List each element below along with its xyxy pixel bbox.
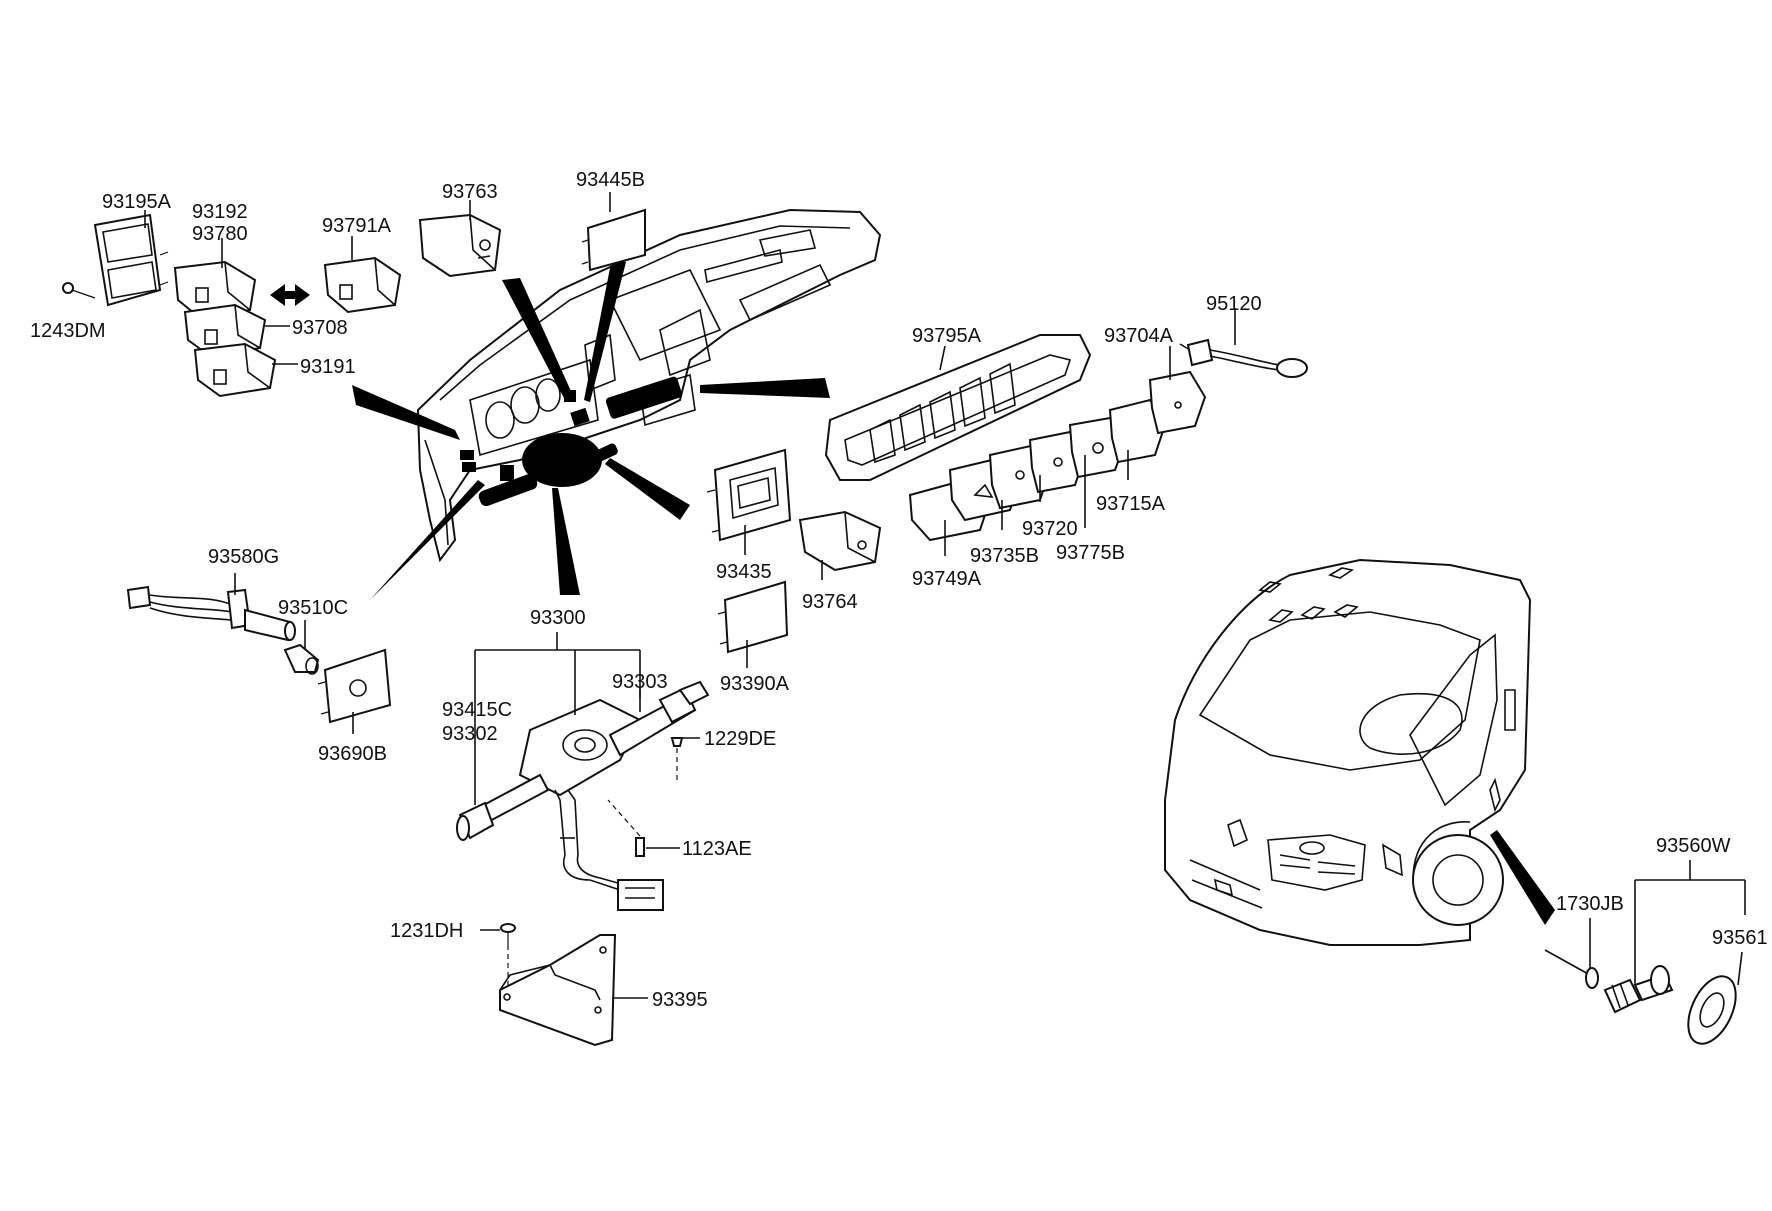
label-93415C: 93415C [442, 699, 512, 721]
switch-panel-93795A [824, 334, 1092, 481]
screw-1123AE [607, 799, 645, 857]
label-93510C: 93510C [278, 597, 348, 619]
label-93435: 93435 [716, 561, 772, 583]
label-93192: 93192 [192, 201, 248, 223]
bracket-93435 [706, 448, 792, 542]
label-93195A: 93195A [102, 191, 172, 213]
leader-lines [144, 192, 1746, 999]
label-93704A: 93704A [1104, 325, 1174, 347]
label-1730JB: 1730JB [1556, 893, 1624, 915]
switch-93580G [126, 585, 296, 642]
label-1229DE: 1229DE [704, 728, 776, 750]
label-1243DM: 1243DM [30, 320, 106, 342]
double-arrow-icon [270, 284, 310, 306]
bulb-93510C [283, 643, 320, 675]
label-93580G: 93580G [208, 546, 279, 568]
label-93763: 93763 [442, 181, 498, 203]
cover-93445B [581, 208, 646, 272]
label-93302: 93302 [442, 723, 498, 745]
label-93720: 93720 [1022, 518, 1078, 540]
label-93395: 93395 [652, 989, 708, 1011]
label-93708: 93708 [292, 317, 348, 339]
bolt-1730JB [1544, 949, 1599, 989]
switch-bezel-93195A [93, 213, 169, 307]
dashboard-assembly [416, 208, 882, 563]
switch-assembly-93560W [1603, 965, 1674, 1014]
switch-93763 [418, 213, 502, 278]
label-93445B: 93445B [576, 169, 645, 191]
switch-row-93749A [908, 370, 1207, 542]
label-93390A: 93390A [720, 673, 790, 695]
cover-93690B [317, 648, 392, 724]
label-1231DH: 1231DH [390, 920, 463, 942]
harness-95120 [1186, 338, 1308, 378]
label-93300: 93300 [530, 607, 586, 629]
label-93764: 93764 [802, 591, 858, 613]
label-93561: 93561 [1712, 927, 1768, 949]
bracket-93395 [499, 934, 617, 1047]
label-93560W: 93560W [1656, 835, 1731, 857]
label-95120: 95120 [1206, 293, 1262, 315]
screw-1229DE [670, 737, 684, 780]
callout-wedges [352, 258, 1555, 925]
label-93715A: 93715A [1096, 493, 1166, 515]
switch-93764 [798, 510, 882, 572]
truck-illustration [1164, 558, 1532, 946]
label-93791A: 93791A [322, 215, 392, 237]
label-93749A: 93749A [912, 568, 982, 590]
label-93735B: 93735B [970, 545, 1039, 567]
switch-93791A [323, 256, 402, 314]
cover-93390A [717, 580, 789, 654]
part-labels: 93195A 93192 93780 93791A 93763 93445B 1… [30, 169, 1768, 1011]
label-93795A: 93795A [912, 325, 982, 347]
screw-1243DM [62, 282, 96, 299]
label-93303: 93303 [612, 671, 668, 693]
screw-1231DH [500, 923, 516, 990]
combination-switch-93300 [456, 680, 710, 911]
switch-93191 [193, 342, 277, 398]
label-93775B: 93775B [1056, 542, 1125, 564]
label-93191: 93191 [300, 356, 356, 378]
label-93690B: 93690B [318, 743, 387, 765]
label-93780: 93780 [192, 223, 248, 245]
cover-93561 [1687, 975, 1737, 1045]
label-1123AE: 1123AE [682, 838, 752, 860]
